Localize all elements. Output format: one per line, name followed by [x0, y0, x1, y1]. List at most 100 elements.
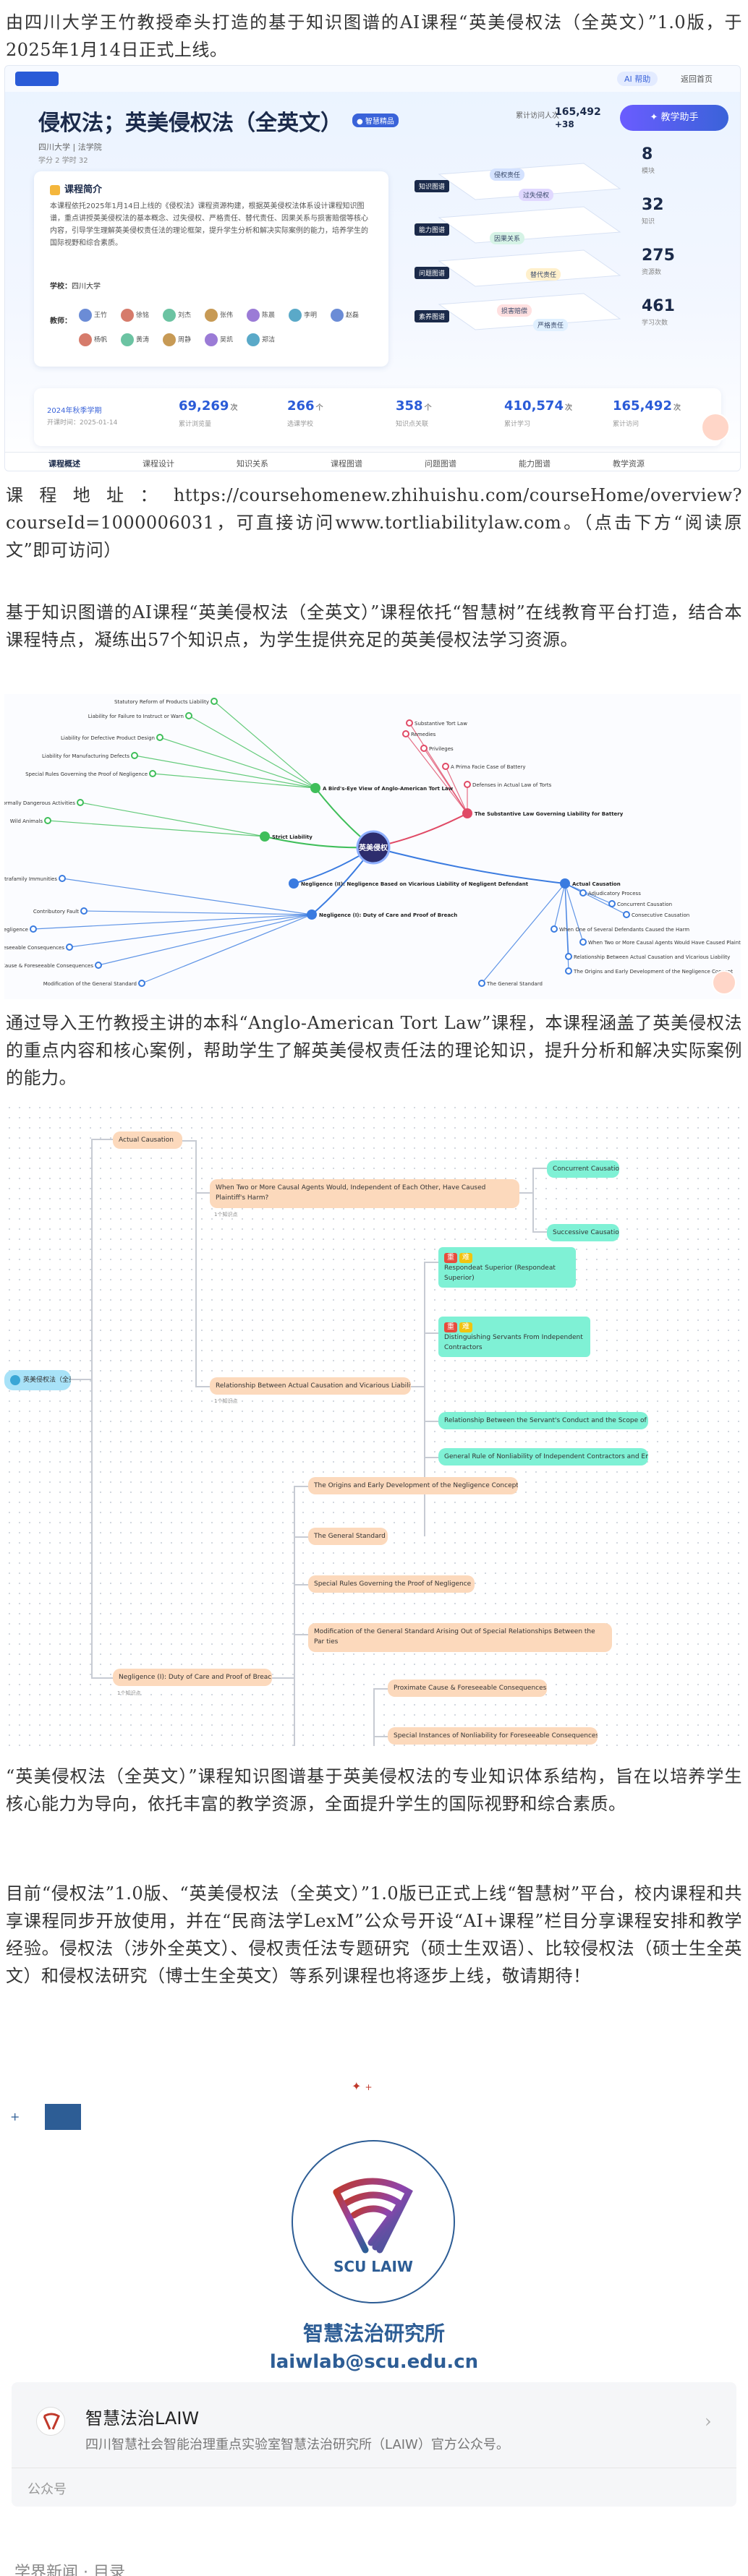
teacher-name: 陈晨 — [262, 312, 276, 320]
leaf-node — [442, 763, 449, 770]
leaf-node — [156, 734, 163, 741]
tab-0[interactable]: 课程概述 — [48, 458, 80, 471]
knowledge-map-paragraph: “英美侵权法（全英文）”课程知识图谱基于英美侵权法的专业知识体系结构，旨在以培养… — [6, 1766, 742, 1814]
teacher-chip[interactable]: 杨帆 — [79, 333, 107, 346]
stat-bottom-unit: 次 — [564, 404, 572, 412]
leaf-node — [211, 698, 218, 705]
leaf-edge — [213, 701, 316, 789]
card-distinguishing-label: Distinguishing Servants From Independent… — [444, 1334, 583, 1351]
semester-label: 2024年秋季学期 — [47, 407, 102, 415]
teacher-chip[interactable]: 吴凯 — [205, 333, 233, 346]
teacher-avatar — [205, 333, 218, 346]
tab-5[interactable]: 能力图谱 — [519, 459, 551, 468]
node-relationship[interactable]: Relationship Between Actual Causation an… — [210, 1377, 411, 1395]
card-distinguishing[interactable]: 重 难 Distinguishing Servants From Indepen… — [438, 1317, 590, 1357]
ai-help-badge[interactable]: AI 帮助 — [617, 72, 658, 86]
node-general-standard[interactable]: The General Standard — [308, 1528, 388, 1545]
leaf-edge — [423, 748, 468, 814]
leaf-node — [402, 730, 409, 737]
stat-bottom-label: 累计访问 — [613, 421, 639, 428]
node-negligence[interactable]: Negligence (I): Duty of Care and Proof o… — [113, 1669, 272, 1686]
teacher-chip[interactable]: 张伟 — [205, 309, 233, 322]
leaf-node — [420, 745, 428, 752]
leaf-node — [59, 875, 66, 882]
teacher-chip[interactable]: 周静 — [163, 333, 191, 346]
leaf-node — [464, 781, 471, 788]
institute-email[interactable]: laiwlab@scu.edu.cn — [269, 2351, 479, 2373]
bottom-tab[interactable]: 学界新闻 · 目录 — [14, 2564, 125, 2576]
teacher-avatar — [79, 309, 92, 322]
leaf-edge — [98, 914, 313, 966]
card-respondeat[interactable]: 重 难 Respondeat Superior (Respondeat Supe… — [438, 1247, 576, 1288]
radial-graph: Statutory Reform of Products LiabilityLi… — [4, 698, 741, 987]
leaf-edge — [134, 755, 316, 789]
assistant-avatar-2[interactable] — [712, 970, 736, 995]
node-scope-employment[interactable]: Relationship Between the Servant's Condu… — [438, 1412, 648, 1429]
chevron-right-icon: › — [705, 2411, 712, 2431]
home-link[interactable]: 返回首页 — [681, 74, 713, 84]
tab-3[interactable]: 课程图谱 — [331, 459, 362, 468]
map-chip-0[interactable]: 知识图谱 — [415, 180, 450, 192]
stat-value: 32 — [642, 196, 664, 214]
node-special-instances[interactable]: Special Instances of Nonliability for Fo… — [388, 1727, 598, 1745]
teacher-chip[interactable]: 郑洁 — [247, 333, 275, 346]
map-chip-3[interactable]: 素养图谱 — [415, 310, 450, 322]
teacher-chip[interactable]: 刘杰 — [163, 309, 191, 322]
intro-icon — [50, 184, 60, 195]
platform-paragraph: 基于知识图谱的AI课程“英美侵权法（全英文）”课程依托“智慧树”在线教育平台打造… — [6, 602, 742, 650]
leaf-node — [565, 967, 572, 975]
teacher-name: 郑洁 — [262, 336, 276, 344]
teacher-chip[interactable]: 徐铭 — [121, 309, 149, 322]
stat-bottom-number: 358 — [396, 398, 423, 414]
tab-1[interactable]: 课程设计 — [143, 459, 174, 468]
school-line: 四川大学 | 法学院 — [38, 142, 102, 152]
map-chip-2[interactable]: 问题图谱 — [415, 267, 450, 279]
teacher-chip[interactable]: 黄涛 — [121, 333, 149, 346]
tab-6[interactable]: 教学资源 — [613, 459, 645, 468]
node-successive[interactable]: Successive Causation — [547, 1224, 619, 1241]
node-concurrent[interactable]: Concurrent Causation — [547, 1160, 619, 1178]
stat-label: 学习次数 — [642, 320, 668, 327]
stat-label: 知识 — [642, 218, 655, 226]
node-when-two-agents[interactable]: When Two or More Causal Agents Would, In… — [210, 1179, 519, 1208]
teacher-avatar — [331, 309, 344, 322]
leaf-node — [551, 925, 558, 933]
key-badge: 重 — [444, 1253, 457, 1263]
leaf-node — [623, 911, 630, 918]
node-modification[interactable]: Modification of the General Standard Ari… — [308, 1623, 612, 1652]
course-title: 侵权法；英美侵权法（全英文） — [38, 111, 342, 136]
node-actual-causation[interactable]: Actual Causation — [113, 1131, 182, 1149]
node-nonliability-contractors[interactable]: General Rule of Nonliability of Independ… — [438, 1448, 648, 1465]
leaf-node — [30, 925, 37, 933]
stat-bottom-label: 累计浏览量 — [179, 421, 212, 428]
ai-assistant-button[interactable]: ✦ 教学助手 — [620, 105, 728, 131]
leaf-label: Foreseeable Consequences — [4, 945, 64, 951]
teacher-chip[interactable]: 陈晨 — [247, 309, 275, 322]
node-origins[interactable]: The Origins and Early Development of the… — [308, 1477, 518, 1494]
leaf-node — [149, 770, 156, 777]
teacher-chip[interactable]: 赵磊 — [331, 309, 359, 322]
account-card[interactable]: 智慧法治LAIW 四川智慧社会智能治理重点实验室智慧法治研究所（LAIW）官方公… — [12, 2382, 736, 2507]
teacher-chip[interactable]: 李明 — [289, 309, 317, 322]
stat-value: 8 — [642, 145, 653, 163]
teacher-name: 赵磊 — [346, 312, 360, 320]
leaf-node — [579, 889, 587, 897]
leaf-edge — [481, 883, 566, 984]
tab-2[interactable]: 知识关系 — [237, 459, 268, 468]
status-paragraph: 目前“侵权法”1.0版、“英美侵权法（全英文）”1.0版已正式上线“智慧树”平台… — [6, 1883, 742, 1986]
node-proximate-cause[interactable]: Proximate Cause & Foreseeable Consequenc… — [388, 1679, 547, 1697]
branch-node — [560, 878, 570, 889]
node-special-rules[interactable]: Special Rules Governing the Proof of Neg… — [308, 1575, 475, 1593]
intro-card: 课程简介 本课程依托2025年1月14日上线的《侵权法》课程资源构建，根据英美侵… — [34, 171, 388, 367]
tab-4[interactable]: 问题图谱 — [425, 459, 456, 468]
mindmap-root[interactable]: 英美侵权法（全英文） — [4, 1370, 71, 1390]
teacher-chip[interactable]: 王竹 — [79, 309, 107, 322]
assistant-avatar[interactable] — [701, 413, 730, 442]
teacher-avatar — [121, 309, 134, 322]
map-chip-1[interactable]: 能力图谱 — [415, 223, 450, 236]
map-tag: 侵权责任 — [490, 168, 525, 181]
branch-node — [462, 808, 472, 818]
leaf-label: When Two or More Causal Agents Would Hav… — [588, 940, 741, 946]
